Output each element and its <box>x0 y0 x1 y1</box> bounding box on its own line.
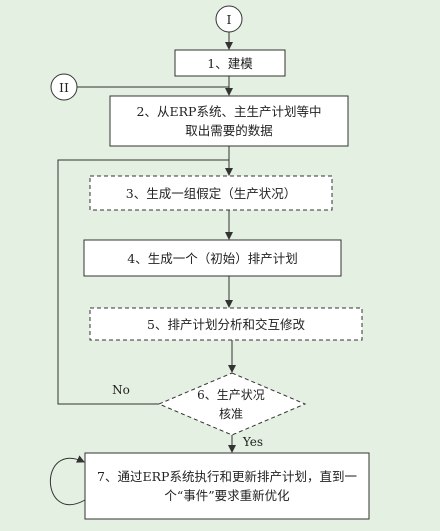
step2-label: 2、从ERP系统、主生产计划等中 取出需要的数据 <box>136 104 322 138</box>
step7-box <box>84 452 370 520</box>
arrow-step7-self-loop <box>49 455 86 506</box>
arrow-decision-no-loop <box>57 159 229 405</box>
step1-box <box>174 49 286 77</box>
step1-label: 1、建模 <box>207 55 253 71</box>
connector-ii-label: II <box>59 79 69 95</box>
step5-box <box>89 307 363 341</box>
decision-yes-label: Yes <box>242 434 264 449</box>
step2-box <box>109 95 349 147</box>
connector-i-label: I <box>226 11 232 27</box>
step7-label: 7、通过ERP系统执行和更新排产计划，直到一个“事件”要求重新优化 <box>97 469 357 503</box>
step3-label: 3、生成一组假定（生产状况） <box>125 185 297 201</box>
decision-label: 6、生产状况核准 <box>197 388 265 421</box>
decision-diamond <box>157 372 307 436</box>
decision-no-label: No <box>112 382 130 397</box>
step4-label: 4、生成一个（初始）排产计划 <box>127 250 298 266</box>
step5-label: 5、排产计划分析和交互修改 <box>147 316 305 332</box>
step4-box <box>83 239 342 277</box>
step3-box <box>89 175 333 211</box>
